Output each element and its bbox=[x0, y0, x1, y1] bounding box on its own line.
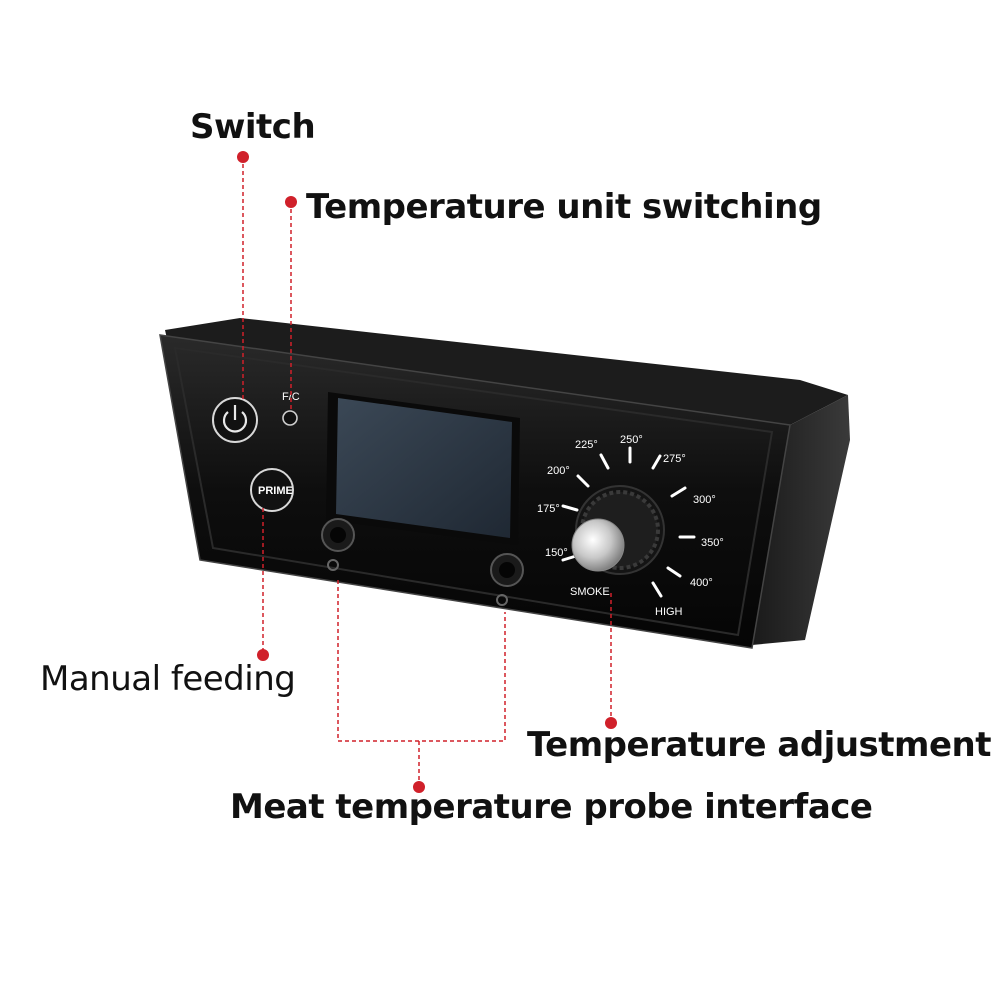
display-screen bbox=[336, 398, 512, 538]
device-front-bezel bbox=[173, 346, 774, 637]
device-side bbox=[752, 395, 850, 645]
prime-button-label: PRIME bbox=[258, 485, 293, 497]
dial-label-175: 175° bbox=[537, 503, 560, 515]
dial-label-250: 250° bbox=[620, 434, 643, 446]
dial-label-smoke: SMOKE bbox=[570, 586, 610, 598]
dial-label-150: 150° bbox=[545, 547, 568, 559]
callout-switch: Switch bbox=[190, 107, 316, 147]
dial-label-275: 275° bbox=[663, 453, 686, 465]
probe-jack-left[interactable] bbox=[321, 518, 355, 571]
device-top bbox=[165, 318, 848, 425]
callout-manual-feeding: Manual feeding bbox=[40, 659, 296, 699]
dial-label-225: 225° bbox=[575, 439, 598, 451]
dial-label-high: HIGH bbox=[655, 606, 683, 618]
unit-toggle-button[interactable] bbox=[282, 410, 298, 426]
callout-dots bbox=[237, 151, 617, 793]
dial-label-400: 400° bbox=[690, 577, 713, 589]
temperature-knob[interactable] bbox=[571, 485, 665, 575]
dial-label-200: 200° bbox=[547, 465, 570, 477]
prime-button[interactable] bbox=[250, 468, 294, 512]
dial-label-350: 350° bbox=[701, 537, 724, 549]
callout-lines bbox=[242, 157, 612, 785]
probe-jack-right[interactable] bbox=[490, 553, 524, 606]
callout-temperature-adjustment: Temperature adjustment bbox=[527, 725, 991, 765]
callout-unit-switching: Temperature unit switching bbox=[306, 187, 822, 227]
callout-probe-interface: Meat temperature probe interface bbox=[230, 787, 873, 827]
dial-label-300: 300° bbox=[693, 494, 716, 506]
power-icon bbox=[222, 405, 248, 433]
unit-toggle-label: F/C bbox=[282, 391, 300, 403]
dial-ticks bbox=[561, 446, 696, 598]
